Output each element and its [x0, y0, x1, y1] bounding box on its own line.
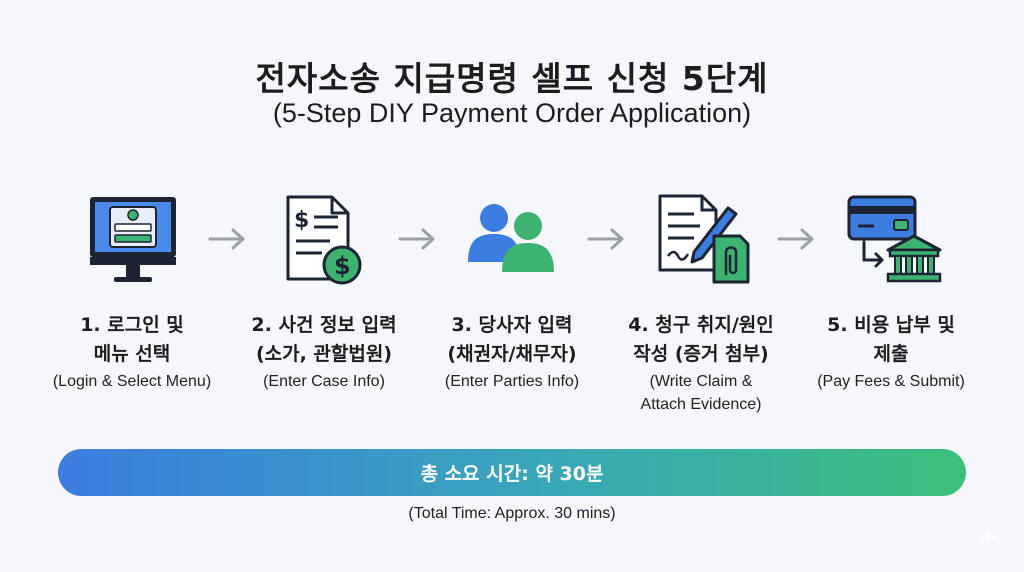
- svg-text:$: $: [294, 208, 309, 233]
- svg-text:$: $: [334, 252, 351, 280]
- step-5-title: 5. 비용 납부 및 제출: [827, 314, 955, 365]
- step-4-subtitle: (Write Claim & Attach Evidence): [640, 373, 762, 413]
- page-title: 전자소송 지급명령 셀프 신청 5단계: [255, 59, 769, 98]
- step-2-title: 2. 사건 정보 입력 (소가, 관할법원): [251, 314, 397, 365]
- page-subtitle: (5-Step DIY Payment Order Application): [272, 98, 752, 128]
- document-dollar-icon: $ $: [286, 195, 362, 285]
- step-1-title: 1. 로그인 및 메뉴 선택: [80, 314, 184, 365]
- total-time-subtitle: (Total Time: Approx. 30 mins): [408, 505, 616, 522]
- arrow-right-icon: [398, 228, 435, 250]
- arrow-right-icon: [208, 228, 245, 250]
- document-pen-attachment-icon: [658, 194, 750, 284]
- step-2-subtitle: (Enter Case Info): [263, 373, 385, 390]
- step-1-subtitle: (Login & Select Menu): [52, 373, 212, 390]
- arrow-right-icon: [777, 228, 814, 250]
- people-icon: [468, 204, 554, 272]
- computer-login-icon: [90, 197, 176, 282]
- sparkle-icon: [979, 527, 999, 547]
- total-time-bar: 총 소요 시간: 약 30분: [58, 449, 966, 496]
- arrow-right-icon: [587, 228, 624, 250]
- step-3-title: 3. 당사자 입력 (채권자/채무자): [447, 314, 577, 365]
- step-4-title: 4. 청구 취지/원인 작성 (증거 첨부): [628, 314, 774, 365]
- step-3-subtitle: (Enter Parties Info): [444, 373, 580, 390]
- step-5-subtitle: (Pay Fees & Submit): [817, 373, 965, 390]
- card-to-court-icon: [847, 195, 942, 283]
- total-time-label: 총 소요 시간: 약 30분: [420, 463, 604, 485]
